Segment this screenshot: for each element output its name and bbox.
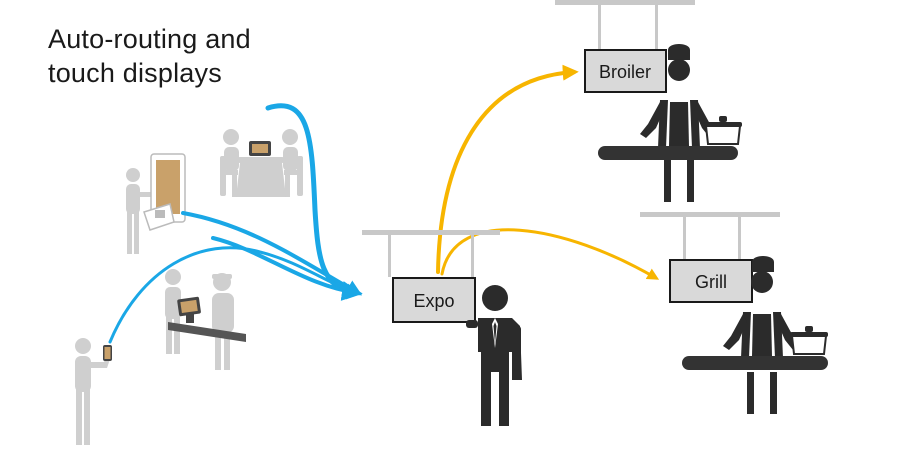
title-line-2: touch displays — [48, 58, 222, 88]
title-line-1: Auto-routing and — [48, 24, 251, 54]
diagram-title: Auto-routing and touch displays — [48, 22, 251, 90]
broiler-counter — [598, 116, 742, 160]
kiosk-icon — [126, 153, 186, 254]
grill-label: Grill — [695, 272, 727, 292]
expo-staff-icon — [466, 285, 522, 426]
arrow-from-phone — [108, 246, 362, 344]
broiler-chef-icon — [640, 44, 716, 202]
pos-terminal-icon — [165, 269, 246, 370]
broiler-station: Broiler — [555, 0, 695, 93]
table-tablet-icon — [220, 129, 303, 197]
handheld-phone-icon — [75, 338, 112, 445]
expo-label: Expo — [413, 291, 454, 311]
arrow-to-broiler — [436, 64, 579, 274]
expo-display — [392, 277, 476, 323]
grill-chef-icon — [723, 256, 799, 414]
arrow-from-pos — [211, 236, 363, 300]
arrow-from-table — [265, 103, 362, 301]
expo-station: Expo — [362, 230, 500, 323]
arrow-from-kiosk — [181, 211, 363, 296]
auto-routing-arrows — [436, 64, 660, 280]
grill-counter — [682, 326, 828, 370]
broiler-display — [584, 49, 667, 93]
order-input-arrows — [108, 103, 363, 344]
arrow-to-grill — [440, 228, 660, 280]
broiler-label: Broiler — [599, 62, 651, 82]
